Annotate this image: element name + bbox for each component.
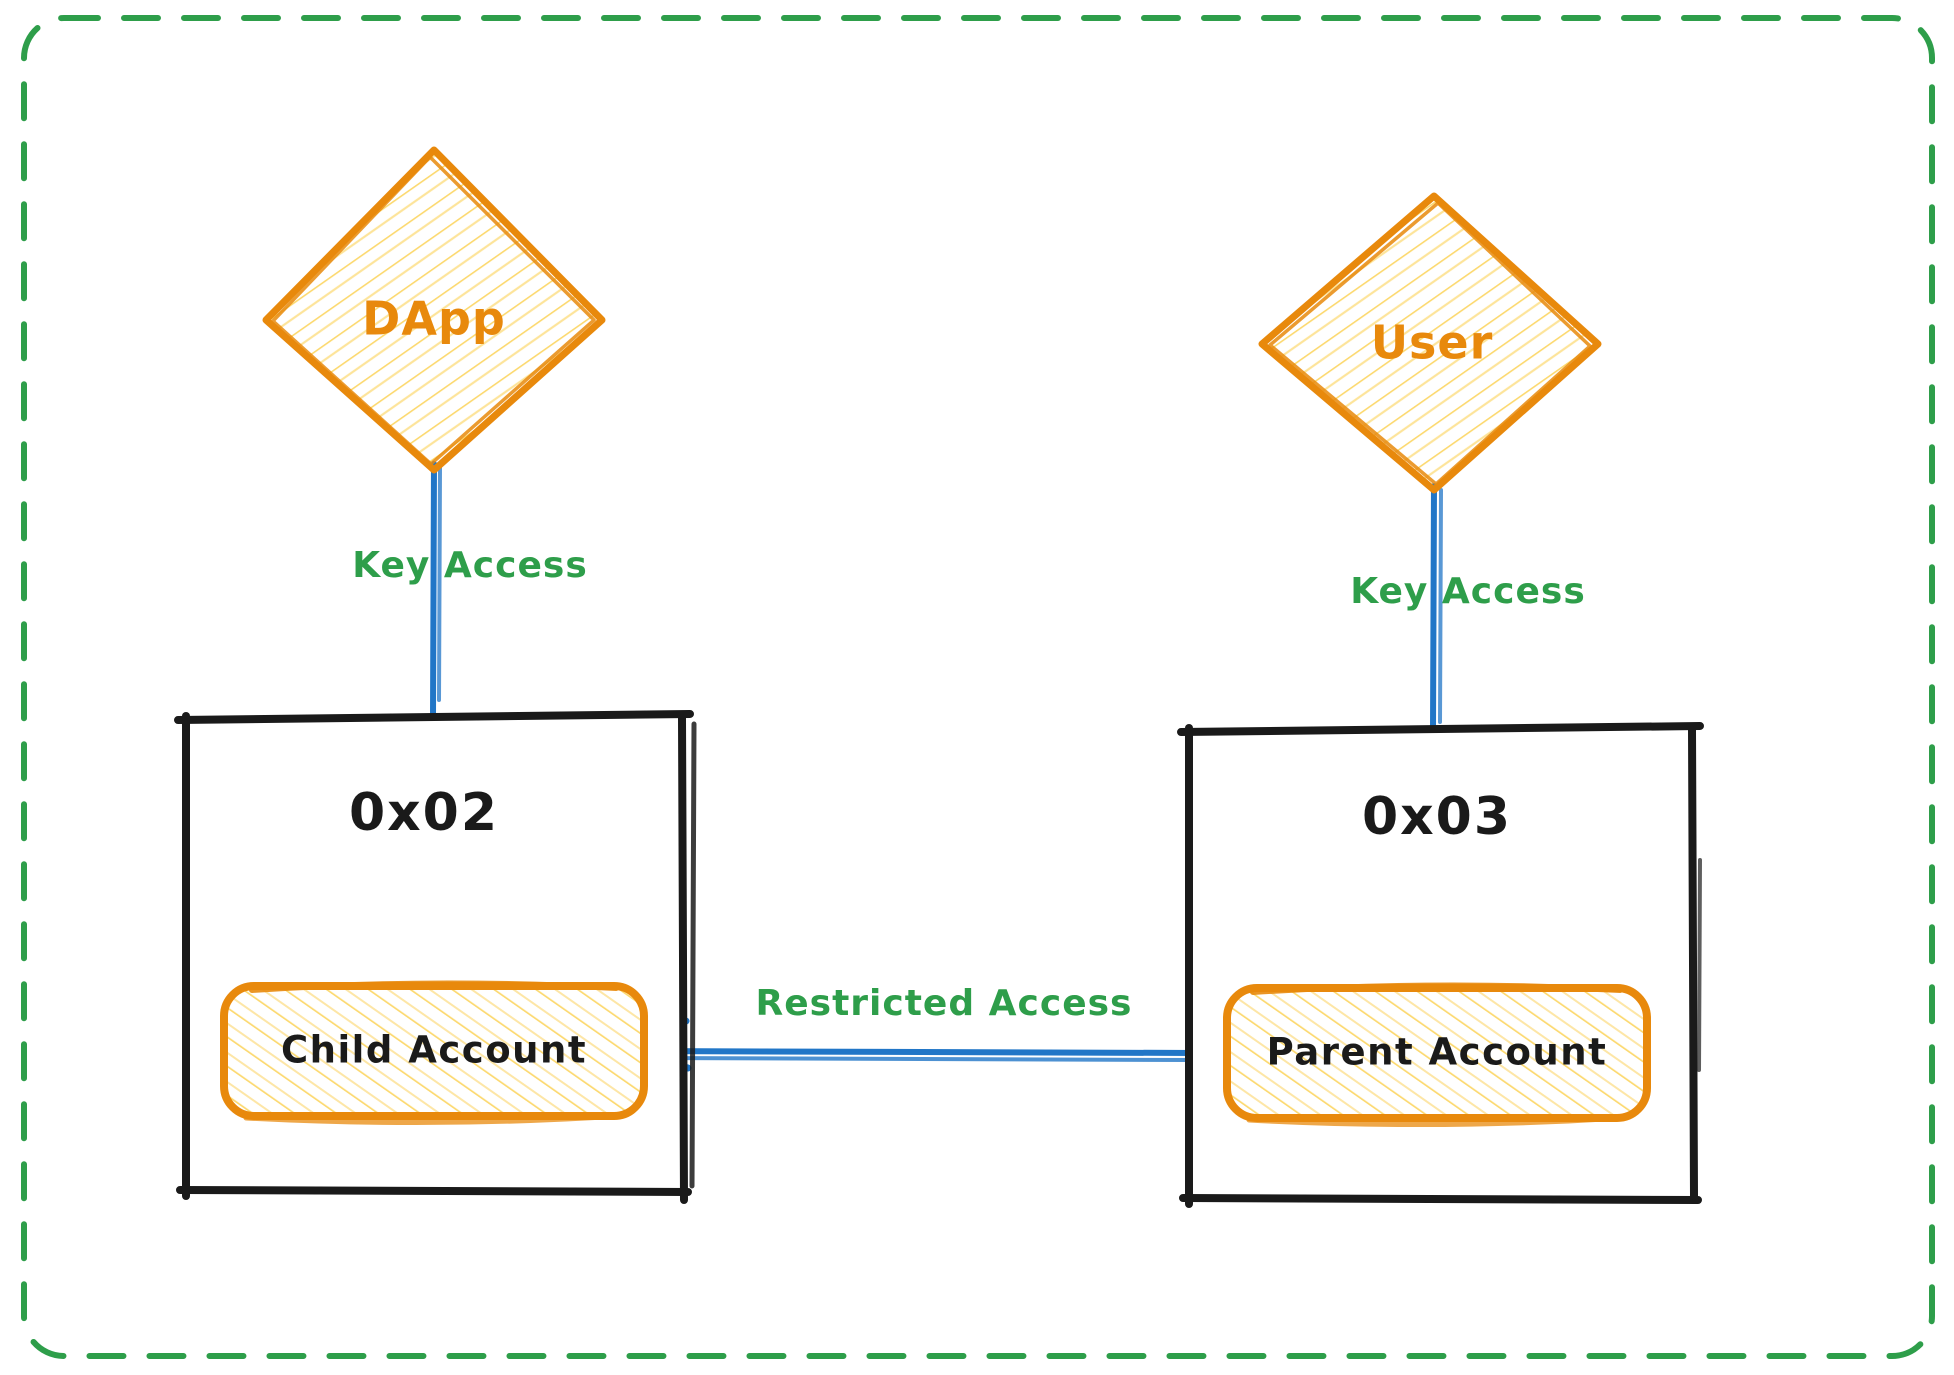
node-user-diamond[interactable]: User xyxy=(1258,192,1602,494)
node-child-account-pill[interactable]: Child Account xyxy=(220,980,648,1126)
node-user-label: User xyxy=(1371,316,1494,370)
edge-label-dapp-key-access: Key Access xyxy=(352,545,588,586)
edge-user-to-parent xyxy=(1430,483,1443,733)
node-parent-box-label: 0x03 xyxy=(1362,787,1512,847)
node-child-account-label: Child Account xyxy=(281,1029,587,1072)
node-dapp-diamond[interactable]: DApp xyxy=(262,146,606,474)
node-dapp-label: DApp xyxy=(362,292,506,346)
node-parent-box[interactable]: 0x03 xyxy=(1177,722,1704,1208)
edge-label-restricted-access: Restricted Access xyxy=(756,983,1133,1024)
node-child-box[interactable]: 0x02 xyxy=(174,710,697,1204)
edge-dapp-to-child xyxy=(430,461,442,719)
node-parent-account-pill[interactable]: Parent Account xyxy=(1223,982,1651,1128)
outer-container-border xyxy=(21,15,1935,1359)
node-parent-account-label: Parent Account xyxy=(1267,1031,1608,1074)
edge-label-user-key-access: Key Access xyxy=(1350,571,1586,612)
node-child-box-label: 0x02 xyxy=(349,783,499,843)
